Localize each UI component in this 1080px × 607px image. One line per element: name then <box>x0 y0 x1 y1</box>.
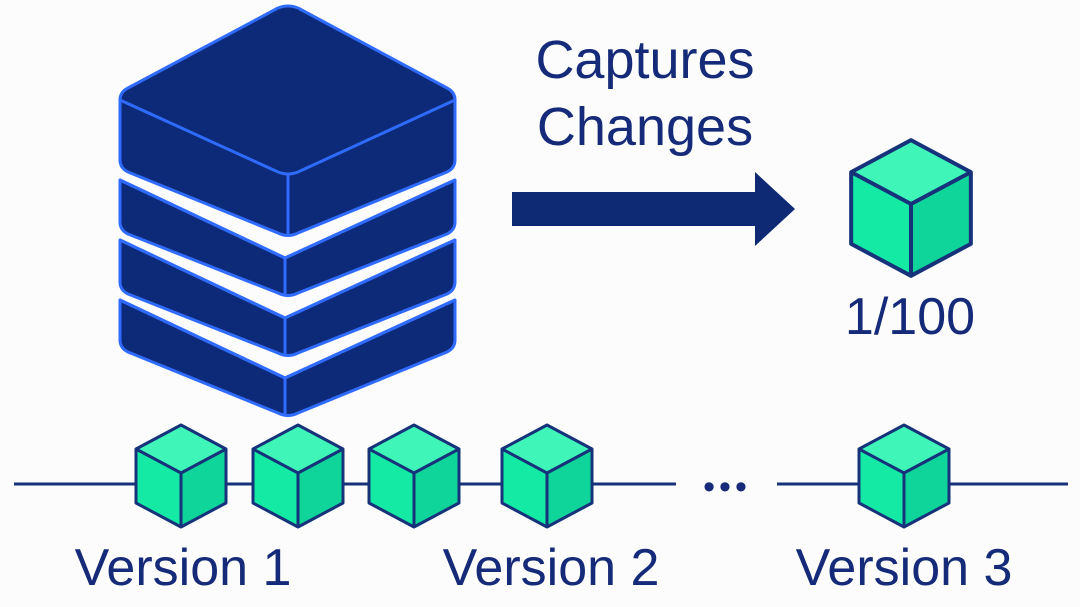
ellipsis: ••• <box>703 468 751 506</box>
ratio-label: 1/100 <box>845 288 975 346</box>
version-label-3: Version 3 <box>796 539 1013 597</box>
version-label-1: Version 1 <box>75 539 292 597</box>
version-label-2: Version 2 <box>443 539 660 597</box>
caption-line-1: Captures <box>535 30 754 90</box>
version-cube-icon <box>857 423 951 529</box>
version-cube-icon <box>500 423 594 529</box>
version-cube-icon <box>251 423 345 529</box>
database-stack-icon <box>118 4 457 417</box>
version-cube-icon <box>134 423 228 529</box>
cube-icon <box>849 138 973 278</box>
version-cube-icon <box>367 423 461 529</box>
arrow-right-icon <box>512 172 795 246</box>
version-timeline: ••• <box>14 423 1068 529</box>
caption-line-2: Changes <box>537 97 753 157</box>
